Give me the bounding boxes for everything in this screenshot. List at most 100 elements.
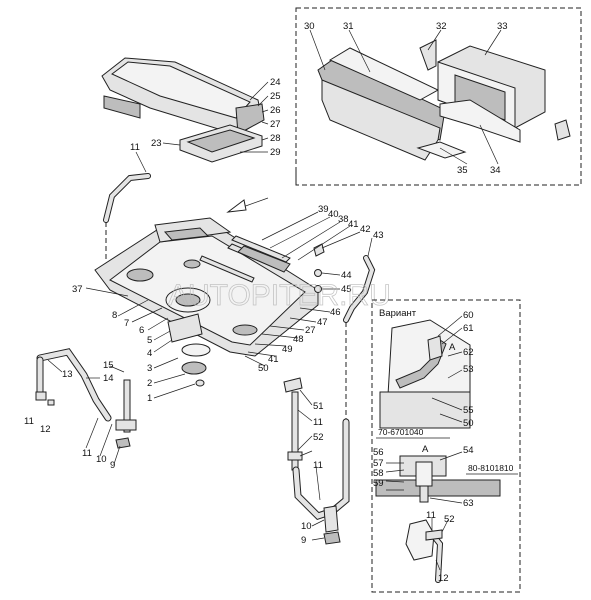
label-41: 41	[348, 219, 359, 230]
label-7: 7	[124, 318, 129, 329]
label-46: 46	[330, 307, 341, 318]
label-10-left: 10	[96, 454, 107, 465]
label-1: 1	[147, 393, 152, 404]
label-59: 59	[373, 478, 384, 489]
label-8: 8	[112, 310, 117, 321]
bracket-32	[419, 39, 437, 71]
fitting-44	[314, 269, 322, 277]
duct-rod	[199, 255, 255, 283]
clip-42	[313, 243, 325, 257]
variant-label: Вариант	[379, 308, 417, 319]
nut-1	[195, 379, 205, 387]
label-51: 51	[313, 401, 324, 412]
central-grommet-inner	[175, 293, 201, 307]
label-34: 34	[490, 165, 501, 176]
pipe-15	[123, 379, 131, 433]
panel-hole-1	[126, 268, 154, 282]
label-30: 30	[304, 21, 315, 32]
label-49: 49	[282, 344, 293, 355]
label-35: 35	[457, 165, 468, 176]
label-61: 61	[463, 323, 474, 334]
label-2: 2	[147, 378, 152, 389]
label-9-left: 9	[110, 460, 115, 471]
detail-clamp	[425, 529, 443, 541]
label-41-mid: 41	[268, 354, 279, 365]
label-38: 38	[338, 214, 349, 225]
nipple-10	[323, 505, 339, 533]
clamp-left	[35, 391, 47, 401]
label-11-mid: 11	[313, 417, 323, 428]
label-13: 13	[62, 369, 73, 380]
label-9-bottom: 9	[301, 535, 306, 546]
label-25: 25	[270, 91, 281, 102]
fitting-45	[314, 285, 322, 293]
duct-tube-1	[231, 235, 291, 263]
label-48: 48	[293, 334, 304, 345]
label-12-left: 12	[40, 424, 51, 435]
label-32: 32	[436, 21, 447, 32]
label-11-detail: 11	[426, 510, 436, 521]
label-24: 24	[270, 77, 281, 88]
clip-12	[47, 399, 55, 406]
label-50: 50	[258, 363, 269, 374]
panel-hole-2	[232, 324, 258, 336]
fitting-51	[283, 377, 303, 393]
section-bolt	[419, 485, 429, 503]
label-47: 47	[317, 317, 328, 328]
top-cover-group: 24 25 26 27 28 29 23	[101, 57, 281, 163]
clamp-52	[287, 451, 303, 461]
label-26: 26	[270, 105, 281, 116]
nut-9-left	[115, 437, 131, 449]
gear-wheel	[181, 361, 207, 375]
inset-variant-group: Вариант 60 61 A 62 53 55 50 70-6701040 A	[371, 299, 521, 593]
nut-9-bottom	[323, 531, 341, 545]
label-58: 58	[373, 468, 384, 479]
duct-tube-3	[237, 245, 291, 273]
label-11-top: 11	[130, 142, 140, 153]
label-55: 55	[463, 405, 474, 416]
label-23: 23	[151, 138, 162, 149]
label-56: 56	[373, 447, 384, 458]
section-plate	[375, 479, 501, 497]
label-4: 4	[147, 348, 152, 359]
callout-a-top: A	[449, 342, 456, 353]
valve-body	[167, 313, 203, 343]
label-11-left2: 11	[82, 448, 92, 459]
label-60: 60	[463, 310, 474, 321]
code-label-1: 70-6701040	[378, 427, 424, 437]
label-63: 63	[463, 498, 474, 509]
variant-fitting	[427, 335, 443, 361]
label-52-detail: 52	[444, 514, 455, 525]
label-6: 6	[139, 325, 144, 336]
label-57: 57	[373, 458, 384, 469]
label-53: 53	[463, 364, 474, 375]
label-40: 40	[328, 209, 339, 220]
bottom-hoses-group: 51 11 52 11 10 9	[283, 377, 350, 546]
label-31: 31	[343, 21, 354, 32]
label-52-mid: 52	[313, 432, 324, 443]
cover-pad	[103, 95, 141, 119]
heater-housing	[321, 79, 441, 161]
label-27: 27	[270, 119, 281, 130]
label-27-mid: 27	[305, 325, 316, 336]
seal-ring	[181, 343, 211, 357]
heater-box-slot	[454, 74, 506, 121]
label-43: 43	[373, 230, 384, 241]
section-clamp	[415, 461, 433, 487]
watermark: AUTOPITER.RU	[168, 279, 391, 312]
label-37: 37	[72, 284, 83, 295]
code-label-2: 80-8101810	[468, 463, 514, 473]
label-42: 42	[360, 224, 371, 235]
label-50-variant: 50	[463, 418, 474, 429]
plate-35	[416, 141, 467, 159]
bracket-right	[554, 119, 571, 141]
plate-34	[439, 99, 521, 143]
label-33: 33	[497, 21, 508, 32]
label-11-left: 11	[24, 416, 34, 427]
variant-box	[379, 391, 471, 429]
cover-edge	[235, 103, 265, 135]
label-29: 29	[270, 147, 281, 158]
label-11-mid2: 11	[313, 460, 323, 471]
tee-fitting	[115, 419, 137, 431]
